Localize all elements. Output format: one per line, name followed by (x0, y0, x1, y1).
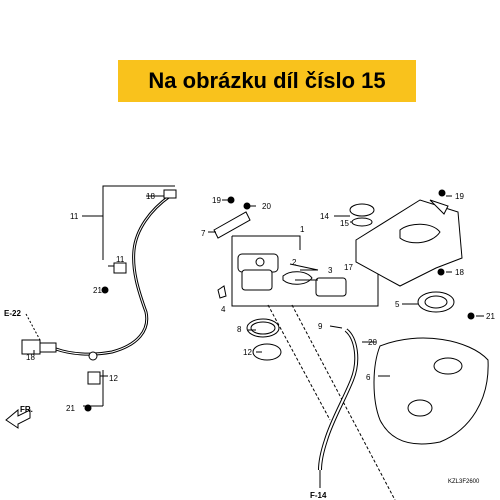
part-label: 19 (455, 192, 464, 201)
part-label: 15 (340, 219, 349, 228)
part-label: 21 (66, 404, 75, 413)
wire-harness-illustration (21, 189, 177, 385)
part-label: 1 (300, 225, 305, 234)
ref-label-f14: F-14 (310, 491, 327, 500)
tank-cover-illustration (355, 199, 463, 287)
part-label: 20 (368, 338, 377, 347)
part-label: 8 (237, 325, 242, 334)
part-label: 12 (109, 374, 118, 383)
fuel-pump-illustration (237, 253, 279, 291)
part-label: 19 (212, 196, 221, 205)
part-label: 18 (146, 192, 155, 201)
part-label: 2 (292, 258, 297, 267)
part-number-banner: Na obrázku díl číslo 15 (118, 60, 416, 102)
part-number-labels: 11 18 11 21 18 12 21 19 20 7 1 2 3 17 4 … (26, 192, 495, 413)
part-label: 20 (262, 202, 271, 211)
fuel-tank-illustration (373, 337, 489, 445)
part-label: 18 (455, 268, 464, 277)
part-label: 21 (486, 312, 495, 321)
part-label: 3 (328, 266, 333, 275)
part-label: 5 (395, 300, 400, 309)
diagram-code: KZL3F2600 (448, 479, 480, 485)
part-label: 11 (70, 212, 79, 221)
front-direction-arrow (5, 408, 31, 429)
part-label: 12 (243, 348, 252, 357)
part-label: 17 (344, 263, 353, 272)
front-direction-label: FR. (20, 405, 33, 414)
ref-label-e22: E-22 (4, 309, 21, 318)
part-label: 9 (318, 322, 323, 331)
part-label: 7 (201, 229, 206, 238)
part-label: 6 (366, 373, 371, 382)
banner-text: Na obrázku díl číslo 15 (148, 68, 386, 93)
part-label: 4 (221, 305, 226, 314)
part-label: 18 (26, 353, 35, 362)
part-label: 21 (93, 286, 102, 295)
part-label: 11 (116, 255, 125, 264)
part-label: 14 (320, 212, 329, 221)
fuel-hose-illustration (318, 328, 359, 471)
